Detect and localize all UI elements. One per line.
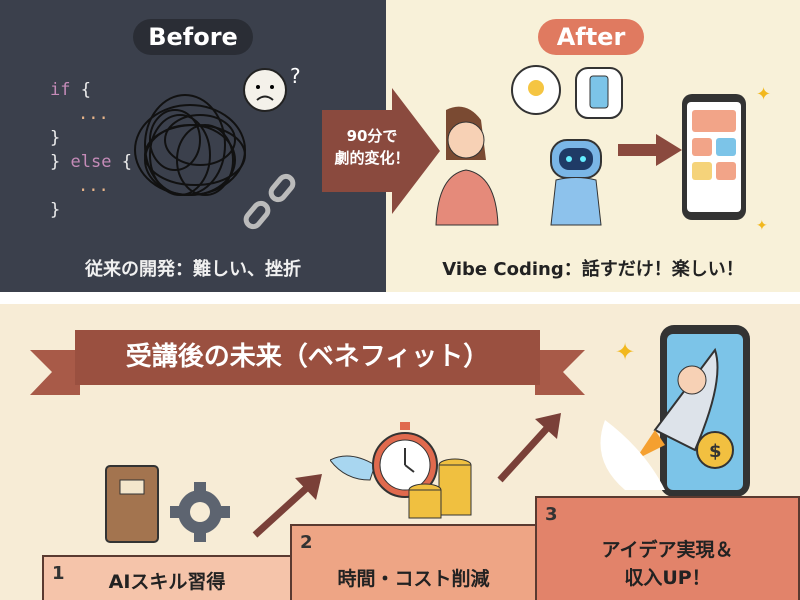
tangled-scribble-icon bbox=[134, 94, 246, 196]
book-gear-icon bbox=[105, 465, 230, 543]
transition-label: 90分で 劇的変化！ bbox=[322, 125, 422, 169]
step-text: アイデア実現＆ 収入UP！ bbox=[537, 536, 798, 592]
after-caption: Vibe Coding：話すだけ！楽しい！ bbox=[442, 259, 744, 280]
step-number: 1 bbox=[52, 563, 65, 584]
code-brace: } bbox=[50, 152, 61, 172]
growth-arrow-icon bbox=[497, 413, 561, 483]
smartphone-app-icon: ✦✦ bbox=[682, 84, 771, 234]
transition-line2: 劇的変化！ bbox=[334, 149, 410, 167]
before-caption: 従来の開発：難しい、挫折 bbox=[85, 259, 301, 280]
before-label: Before bbox=[133, 19, 253, 55]
code-if: if bbox=[50, 80, 71, 100]
title-ribbon bbox=[30, 330, 585, 395]
code-brace: { bbox=[121, 152, 132, 172]
after-label: After bbox=[538, 19, 644, 55]
arrow-right-icon bbox=[618, 134, 682, 166]
before-panel: Before if { ... } } else { ... } ? 従来の開発… bbox=[0, 0, 386, 292]
step-number: 2 bbox=[300, 532, 313, 553]
step-number: 3 bbox=[545, 504, 558, 525]
benefit-step-3: 3 アイデア実現＆ 収入UP！ bbox=[535, 496, 800, 600]
svg-text:$: $ bbox=[709, 441, 722, 462]
code-brace: } bbox=[50, 128, 61, 148]
svg-text:✦: ✦ bbox=[756, 218, 768, 234]
code-brace: } bbox=[50, 200, 61, 220]
person-robot-illustration bbox=[435, 65, 623, 226]
transition-line1: 90分で bbox=[346, 127, 398, 145]
svg-text:?: ? bbox=[290, 65, 301, 88]
broken-chain-icon bbox=[243, 173, 296, 230]
growth-arrow-icon bbox=[252, 474, 322, 538]
code-dots: ... bbox=[78, 104, 109, 124]
step-text: AIスキル習得 bbox=[108, 571, 226, 593]
code-else: else bbox=[70, 152, 112, 172]
benefits-title: 受講後の未来（ベネフィット） bbox=[125, 342, 490, 372]
step-text: 時間・コスト削減 bbox=[337, 568, 490, 590]
code-snippet: if { ... } } else { ... } bbox=[50, 78, 132, 222]
after-panel: After ✦✦ Vibe Coding：話すだけ！楽しい！ bbox=[386, 0, 800, 292]
svg-text:✦: ✦ bbox=[615, 338, 635, 366]
transition-arrow-shape bbox=[322, 88, 440, 214]
benefit-step-1: 1 AIスキル習得 bbox=[42, 555, 292, 600]
step-text-line1: アイデア実現＆ bbox=[601, 539, 734, 561]
code-dots: ... bbox=[78, 176, 109, 196]
stopwatch-coins-icon bbox=[330, 422, 472, 519]
step-text-line2: 収入UP！ bbox=[624, 567, 711, 589]
benefit-step-2: 2 時間・コスト削減 bbox=[290, 524, 537, 600]
svg-text:✦: ✦ bbox=[756, 84, 771, 105]
rocket-phone-icon: $ ✦ bbox=[600, 325, 750, 497]
worried-face-icon: ? bbox=[243, 65, 301, 112]
code-brace: { bbox=[80, 80, 91, 100]
